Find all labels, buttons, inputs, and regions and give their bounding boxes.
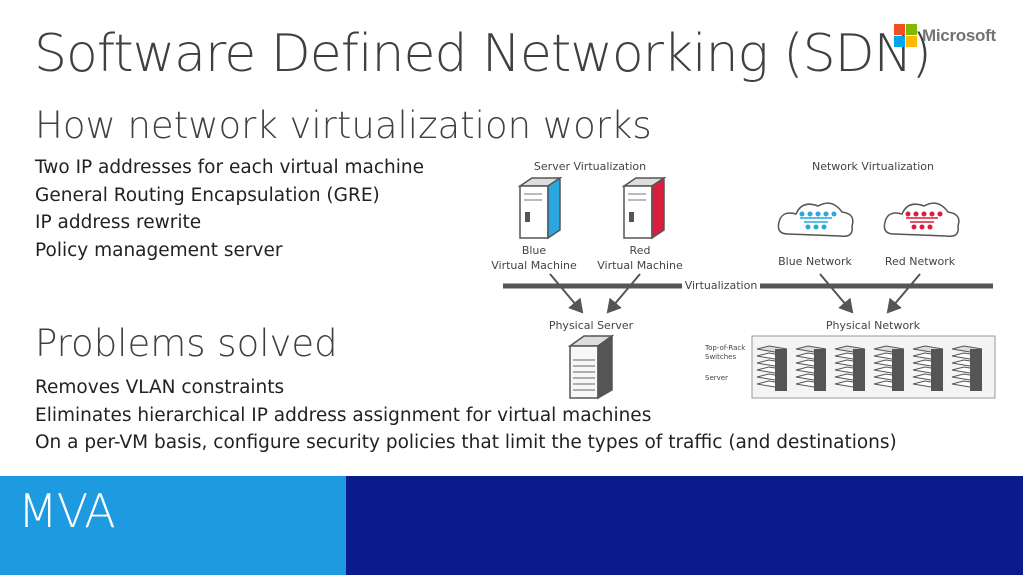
rack-icon bbox=[756, 345, 788, 391]
blue-server-icon bbox=[517, 176, 563, 240]
section1-list: Two IP addresses for each virtual machin… bbox=[35, 154, 424, 264]
list-item: IP address rewrite bbox=[35, 212, 202, 233]
footer-brand-panel: MVA bbox=[0, 476, 346, 575]
red-network-cloud-icon bbox=[883, 202, 960, 238]
arrow bbox=[886, 273, 921, 314]
rack-icon bbox=[912, 345, 944, 391]
list-item: Policy management server bbox=[35, 239, 283, 261]
virtualization-label: Virtualization bbox=[685, 279, 758, 292]
red-vm-label: Virtual Machine bbox=[597, 259, 683, 272]
blue-vm-label: Blue bbox=[522, 244, 547, 257]
rack-icon bbox=[834, 345, 866, 391]
server-virtualization-label: Server Virtualization bbox=[534, 160, 646, 173]
list-item: Two IP addresses for each virtual machin… bbox=[35, 157, 424, 178]
red-vm-label: Red bbox=[630, 244, 651, 257]
blue-vm-label: Virtual Machine bbox=[491, 259, 577, 272]
mva-label: MVA bbox=[18, 484, 116, 538]
red-server-icon bbox=[621, 176, 667, 240]
blue-network-label: Blue Network bbox=[778, 255, 852, 268]
slide-title: Software Defined Networking (SDN) bbox=[34, 24, 932, 84]
tor-switches-label: Switches bbox=[705, 353, 736, 361]
section1-heading: How network virtualization works bbox=[35, 104, 652, 147]
physical-network-label: Physical Network bbox=[826, 319, 921, 332]
network-virtualization-label: Network Virtualization bbox=[812, 160, 934, 173]
server-label: Server bbox=[705, 374, 728, 382]
sdn-diagram: Server Virtualization Network Virtualiza… bbox=[491, 160, 996, 400]
list-item: General Routing Encapsulation (GRE) bbox=[35, 184, 380, 206]
rack-icon bbox=[873, 345, 905, 391]
microsoft-logo: Microsoft bbox=[894, 24, 996, 47]
rack-icons bbox=[756, 345, 983, 391]
tor-switches-label: Top-of-Rack bbox=[704, 344, 746, 352]
section2-list: Removes VLAN constraints Eliminates hier… bbox=[35, 374, 897, 457]
footer-band bbox=[346, 476, 1023, 575]
physical-server-icon bbox=[567, 334, 615, 400]
rack-icon bbox=[795, 345, 827, 391]
rack-icon bbox=[951, 345, 983, 391]
microsoft-logo-icon bbox=[894, 24, 917, 47]
list-item: Eliminates hierarchical IP address assig… bbox=[35, 404, 652, 426]
section2-heading: Problems solved bbox=[35, 322, 338, 365]
list-item: Removes VLAN constraints bbox=[35, 377, 285, 398]
physical-server-label: Physical Server bbox=[549, 319, 634, 332]
arrow bbox=[549, 273, 584, 314]
microsoft-wordmark: Microsoft bbox=[922, 25, 996, 45]
arrow bbox=[606, 273, 641, 314]
physical-network-box bbox=[751, 335, 996, 399]
list-item: On a per-VM basis, configure security po… bbox=[35, 432, 897, 453]
arrow bbox=[819, 273, 854, 314]
red-network-label: Red Network bbox=[885, 255, 956, 268]
blue-network-cloud-icon bbox=[777, 202, 854, 238]
